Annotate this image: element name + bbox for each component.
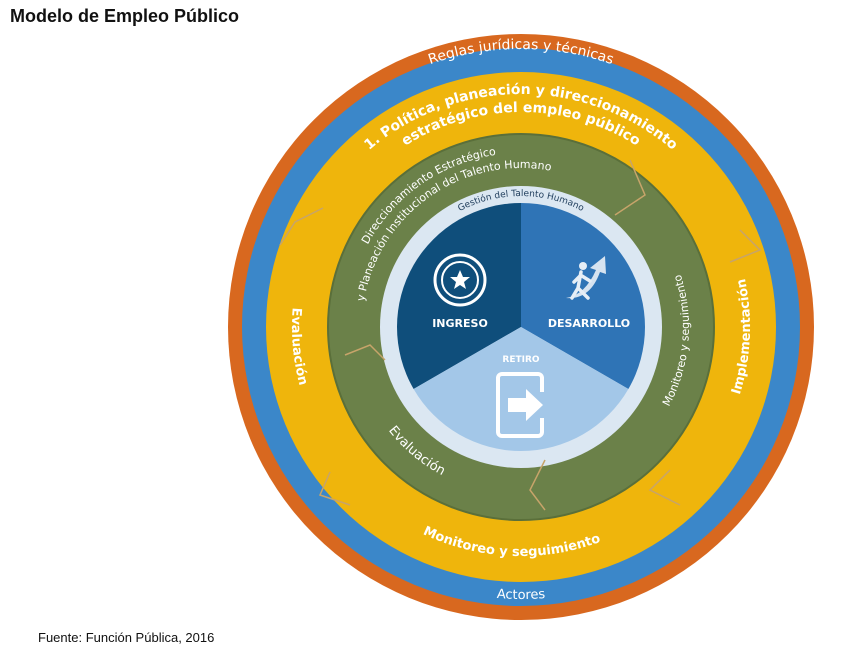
page-title: Modelo de Empleo Público: [10, 6, 240, 26]
segment-retiro-label: RETIRO: [502, 355, 539, 365]
segment-desarrollo-label: DESARROLLO: [548, 317, 630, 330]
actors-label: Actores: [496, 587, 546, 603]
segment-retiro[interactable]: [413, 327, 629, 451]
segment-desarrollo[interactable]: [521, 203, 645, 389]
cycle-connectors: [279, 159, 762, 511]
source-caption: Fuente: Función Pública, 2016: [38, 630, 215, 645]
star-badge-icon: [433, 253, 487, 307]
segment-ingreso[interactable]: [397, 203, 521, 389]
segment-ingreso-label: INGRESO: [432, 317, 488, 330]
talent-cycle-pie: [397, 203, 645, 451]
exit-door-icon: [496, 372, 544, 438]
growth-walker-icon: [566, 256, 606, 300]
